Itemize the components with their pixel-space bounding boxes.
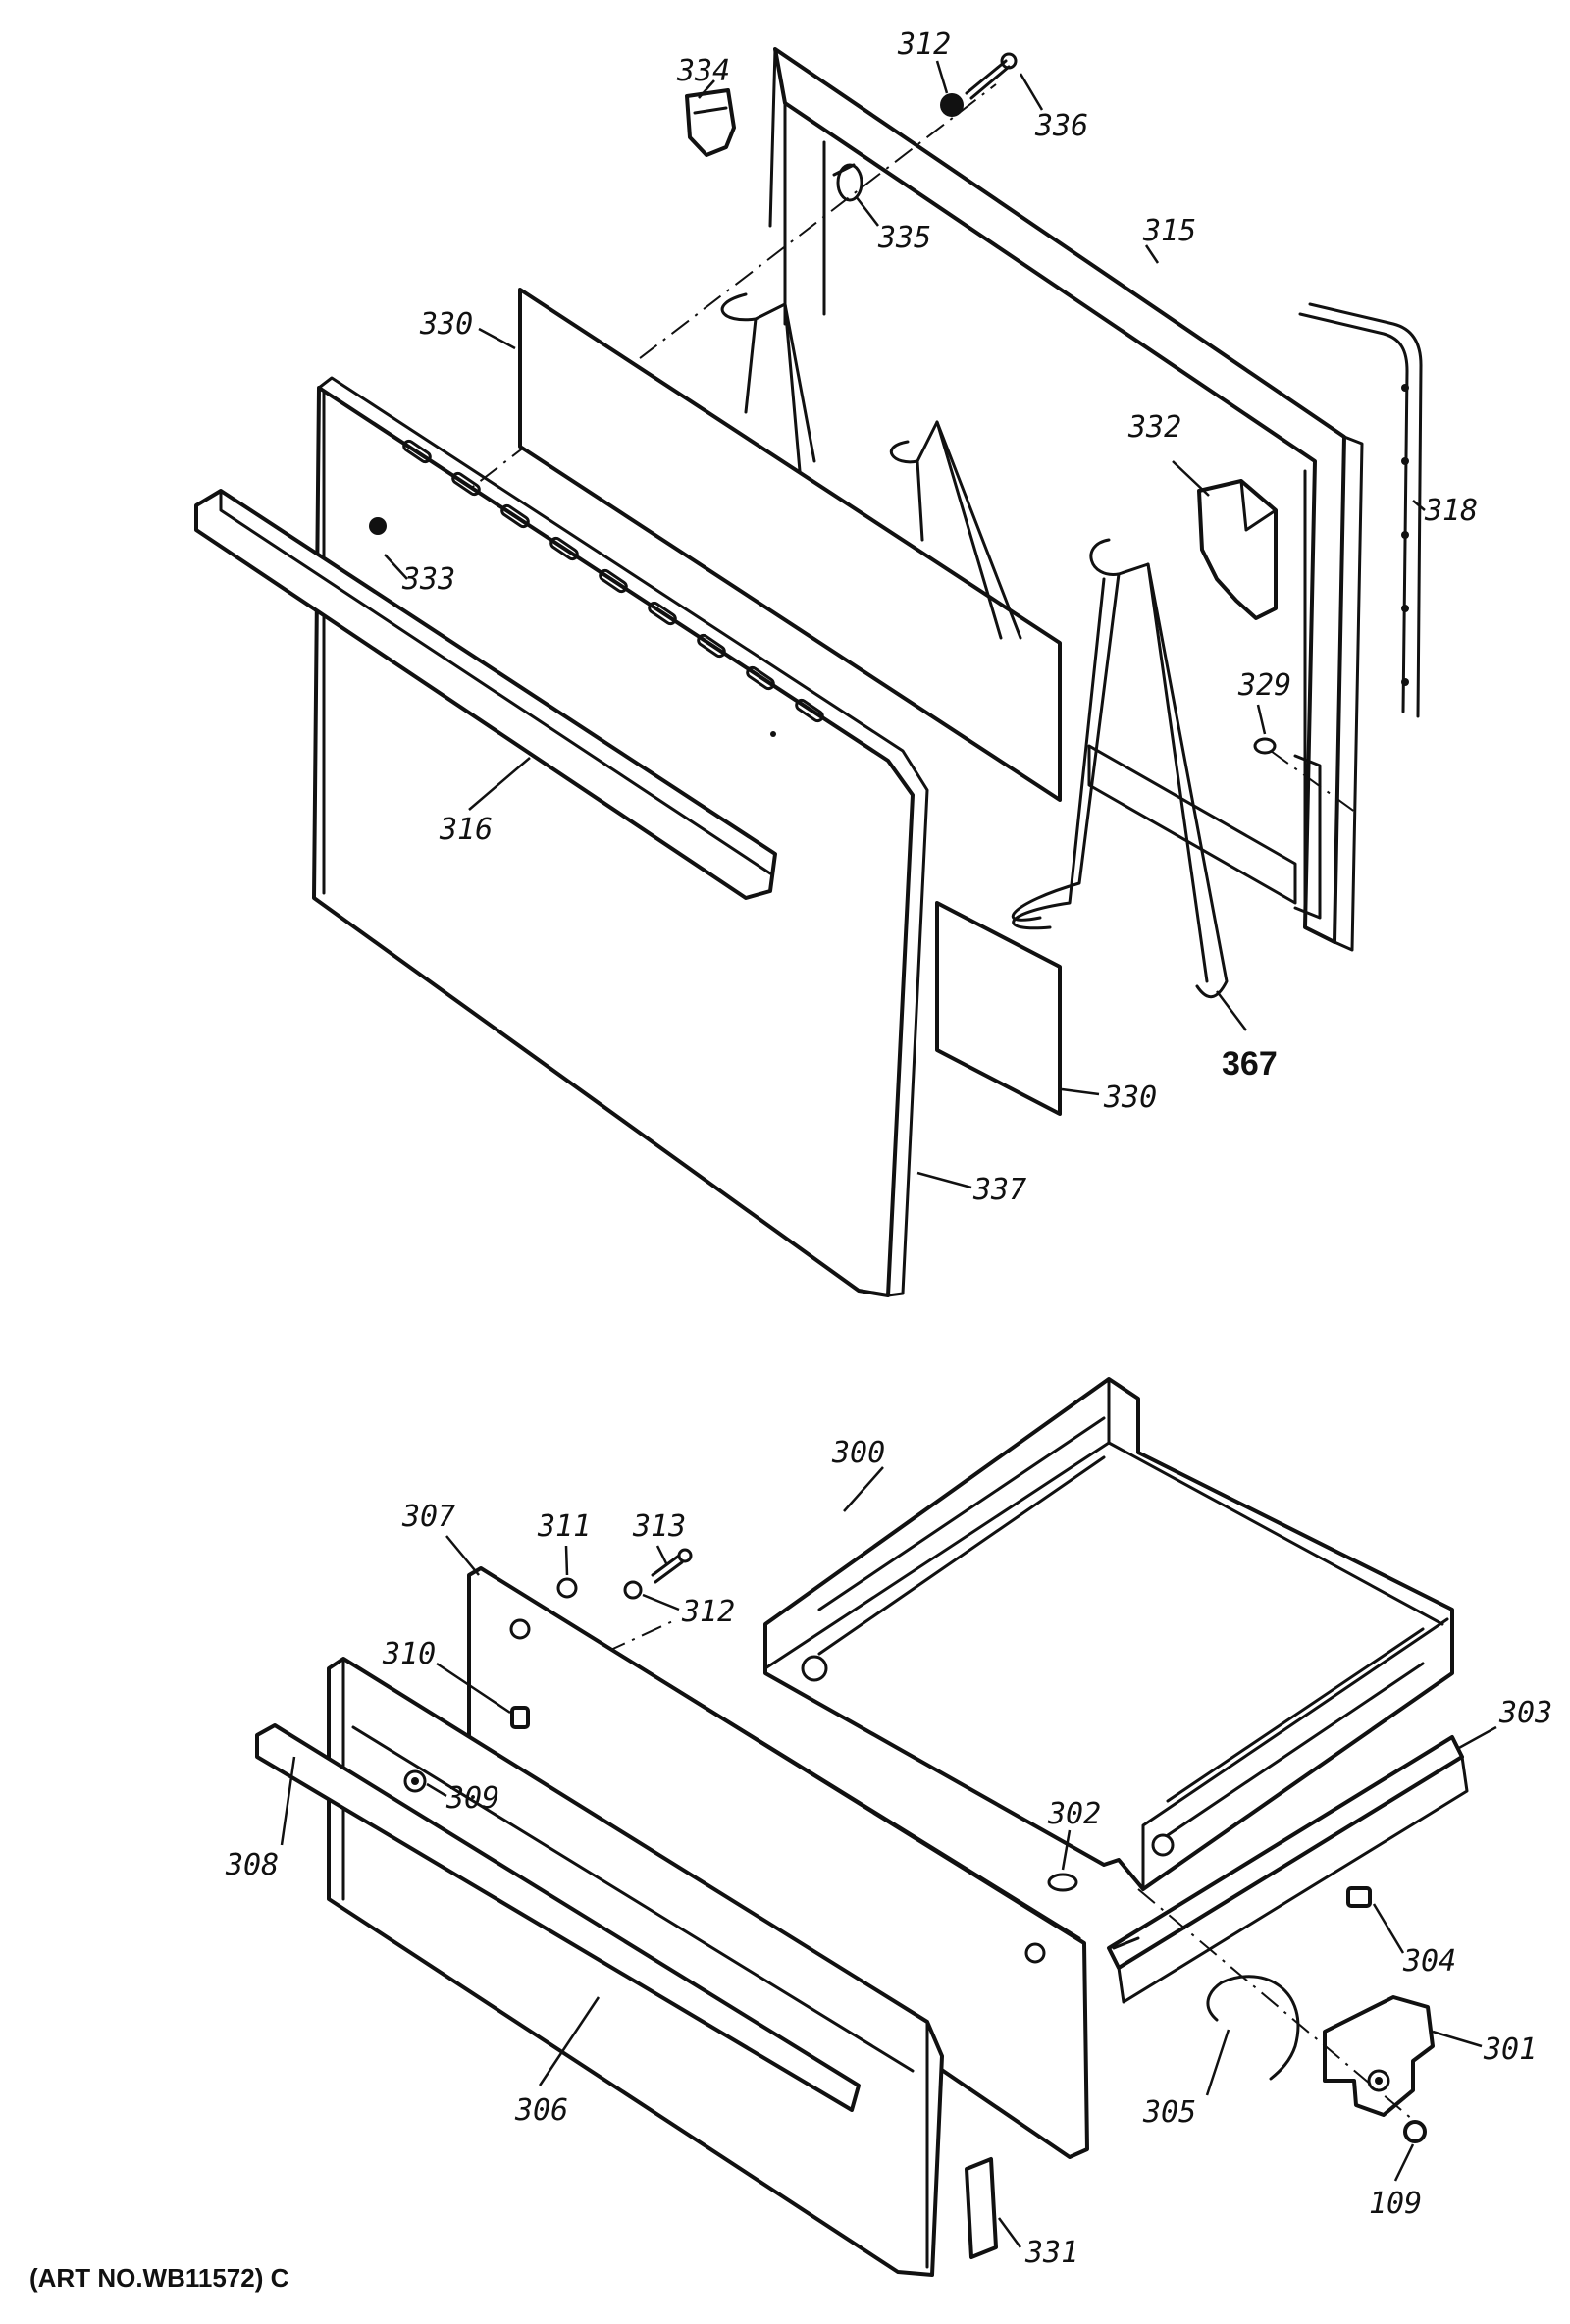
callout-109: 109 (1369, 2187, 1422, 2221)
callout-311: 311 (537, 1509, 591, 1544)
nut-109 (1403, 2120, 1427, 2143)
vent-slots (402, 439, 824, 723)
callout-308: 308 (225, 1848, 279, 1882)
callout-306: 306 (514, 2093, 568, 2128)
callout-332: 332 (1127, 410, 1181, 445)
inner-door-liner-315 (768, 47, 1364, 952)
screw-313 (651, 1548, 693, 1584)
callout-334: 334 (676, 54, 730, 88)
washer-312 (623, 1580, 643, 1600)
callout-337: 337 (972, 1173, 1026, 1207)
drawer-handle-308 (255, 1723, 861, 2112)
outer-door-panel-337 (312, 376, 929, 1297)
door-handle-316 (194, 489, 777, 900)
callout-312-upper: 312 (897, 27, 951, 62)
wire-rack-367 (720, 292, 1229, 999)
drawer-body-300 (763, 1377, 1454, 1891)
art-number-label: (ART NO.WB11572) C (29, 2263, 289, 2293)
callout-302: 302 (1047, 1797, 1101, 1831)
callout-315: 315 (1142, 214, 1196, 248)
nut-312 (940, 93, 964, 117)
retaining-clip-305 (1206, 1975, 1300, 2081)
end-bracket-331 (965, 2157, 998, 2259)
callout-310: 310 (382, 1637, 436, 1671)
callout-330-lower: 330 (1103, 1081, 1157, 1115)
callout-300: 300 (831, 1436, 885, 1470)
roller-302 (1047, 1873, 1078, 1892)
callout-318: 318 (1424, 494, 1478, 528)
drawer-bracket-301 (1323, 1995, 1435, 2117)
callout-335: 335 (877, 221, 931, 255)
hinge-slot-335 (832, 163, 864, 202)
callout-307: 307 (401, 1500, 455, 1534)
callout-316: 316 (439, 813, 493, 847)
grommet-311 (556, 1577, 578, 1599)
callout-330-upper: 330 (419, 307, 473, 342)
callout-331: 331 (1024, 2236, 1078, 2270)
callout-313: 313 (632, 1509, 686, 1544)
oven-door-assembly: 334 312 336 335 315 330 333 332 318 329 … (194, 27, 1478, 1297)
insulation-panel-330-upper (518, 288, 1062, 802)
hinge-clip-334 (685, 88, 736, 157)
callout-303: 303 (1498, 1696, 1552, 1730)
callout-312-lower: 312 (681, 1595, 735, 1629)
callout-329: 329 (1237, 668, 1291, 703)
callout-309: 309 (445, 1781, 499, 1816)
callout-333: 333 (401, 562, 455, 597)
callout-367: 367 (1222, 1045, 1278, 1083)
hinge-pin-329 (1253, 737, 1360, 816)
door-gasket-318 (1298, 302, 1423, 718)
callout-305: 305 (1142, 2095, 1196, 2130)
stop-block-304 (1346, 1886, 1372, 1908)
storage-drawer-assembly: 300 307 311 313 310 312 303 302 308 309 … (225, 1377, 1552, 2277)
fastener-310 (510, 1706, 530, 1729)
callout-301: 301 (1483, 2033, 1537, 2067)
callout-304: 304 (1402, 1944, 1456, 1979)
insulation-block-332 (1197, 479, 1278, 620)
drawer-slide-rail-303 (1107, 1735, 1469, 2004)
screw-336 (965, 52, 1018, 100)
insulation-panel-330-lower (935, 901, 1062, 1116)
callout-336: 336 (1034, 109, 1088, 143)
